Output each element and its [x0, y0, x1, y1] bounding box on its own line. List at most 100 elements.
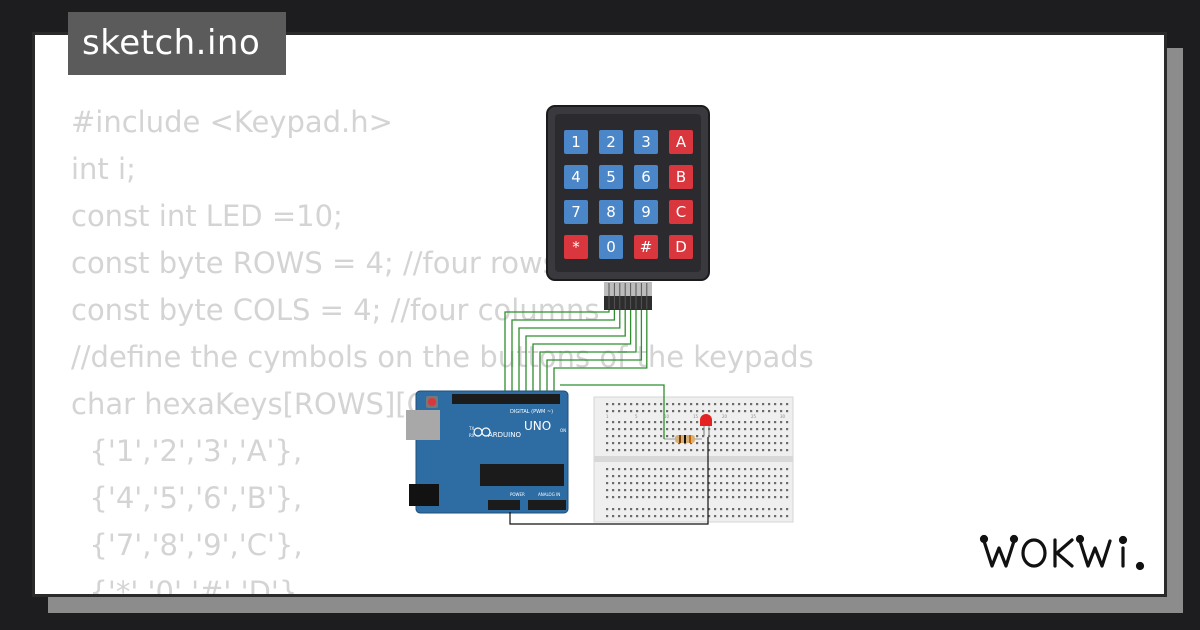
breadboard-hole — [774, 468, 777, 471]
breadboard-hole — [762, 428, 765, 431]
breadboard-hole — [660, 489, 663, 492]
breadboard-hole — [732, 421, 735, 424]
breadboard-hole — [756, 482, 759, 485]
breadboard-hole — [750, 482, 753, 485]
keypad-wire — [539, 310, 637, 396]
breadboard-hole — [762, 468, 765, 471]
breadboard-hole — [666, 496, 669, 499]
breadboard-hole — [660, 410, 663, 413]
keypad-key[interactable] — [564, 165, 588, 189]
board-model: UNO — [524, 419, 551, 433]
keypad-key[interactable] — [634, 200, 658, 224]
breadboard-hole — [606, 449, 609, 452]
breadboard-hole — [720, 428, 723, 431]
breadboard-column-number: 25 — [751, 414, 757, 419]
breadboard-hole — [660, 482, 663, 485]
breadboard-hole — [732, 482, 735, 485]
breadboard-hole — [606, 468, 609, 471]
keypad-key[interactable] — [634, 165, 658, 189]
keypad-wire — [511, 310, 616, 396]
breadboard-hole — [732, 468, 735, 471]
breadboard-hole — [660, 449, 663, 452]
breadboard-hole — [744, 421, 747, 424]
keypad-key[interactable] — [669, 235, 693, 259]
keypad-key-label: 9 — [641, 203, 651, 221]
keypad-key[interactable] — [599, 200, 623, 224]
breadboard-hole — [744, 428, 747, 431]
keypad-key[interactable] — [669, 165, 693, 189]
breadboard-hole — [738, 508, 741, 511]
breadboard-hole — [606, 435, 609, 438]
breadboard-hole — [618, 449, 621, 452]
breadboard-hole — [750, 515, 753, 518]
keypad-key[interactable] — [599, 165, 623, 189]
breadboard-hole — [636, 410, 639, 413]
breadboard-hole — [762, 403, 765, 406]
breadboard-hole — [786, 515, 789, 518]
breadboard-hole — [786, 482, 789, 485]
keypad-key-label: 8 — [606, 203, 616, 221]
keypad-key[interactable] — [564, 235, 588, 259]
breadboard-hole — [642, 449, 645, 452]
keypad-key[interactable] — [669, 200, 693, 224]
breadboard-hole — [774, 508, 777, 511]
breadboard-hole — [708, 403, 711, 406]
keypad-key-label: 7 — [571, 203, 581, 221]
breadboard-hole — [672, 496, 675, 499]
breadboard-hole — [612, 475, 615, 478]
breadboard-hole — [606, 489, 609, 492]
breadboard-hole — [672, 442, 675, 445]
breadboard-hole — [618, 482, 621, 485]
analog-header — [528, 500, 566, 510]
breadboard-hole — [714, 421, 717, 424]
breadboard-hole — [636, 449, 639, 452]
breadboard-hole — [762, 421, 765, 424]
breadboard-hole — [684, 468, 687, 471]
keypad-key[interactable] — [669, 130, 693, 154]
breadboard-hole — [624, 482, 627, 485]
keypad-key[interactable] — [564, 130, 588, 154]
breadboard-hole — [678, 428, 681, 431]
keypad-key-label: B — [676, 168, 686, 186]
keypad-wire — [525, 310, 626, 396]
breadboard-hole — [630, 442, 633, 445]
code-line: {'*','0','#','D'} — [71, 575, 298, 597]
board-brand: ARDUINO — [488, 431, 521, 439]
resistor[interactable] — [664, 435, 702, 443]
reset-button[interactable] — [428, 398, 436, 406]
breadboard-hole — [768, 489, 771, 492]
breadboard-hole — [708, 489, 711, 492]
breadboard-hole — [678, 442, 681, 445]
breadboard-hole — [612, 449, 615, 452]
keypad-key[interactable] — [634, 130, 658, 154]
breadboard-hole — [678, 468, 681, 471]
breadboard-hole — [606, 508, 609, 511]
breadboard-hole — [630, 468, 633, 471]
breadboard-hole — [714, 410, 717, 413]
led[interactable] — [700, 414, 712, 436]
breadboard-hole — [642, 482, 645, 485]
breadboard-hole — [648, 508, 651, 511]
breadboard-hole — [690, 475, 693, 478]
code-line: const int LED =10; — [71, 199, 343, 233]
breadboard-hole — [618, 442, 621, 445]
breadboard-hole — [738, 435, 741, 438]
breadboard-hole — [606, 482, 609, 485]
breadboard-hole — [666, 403, 669, 406]
keypad-key[interactable] — [599, 130, 623, 154]
breadboard-hole — [648, 496, 651, 499]
breadboard-hole — [756, 468, 759, 471]
breadboard-hole — [768, 468, 771, 471]
breadboard-hole — [630, 515, 633, 518]
keypad-key[interactable] — [599, 235, 623, 259]
arduino-uno[interactable]: DIGITAL (PWM ~) UNO ARDUINO TX RX ON POW… — [406, 390, 569, 514]
digital-label: DIGITAL (PWM ~) — [510, 409, 553, 415]
keypad-key[interactable] — [564, 200, 588, 224]
breadboard-hole — [636, 403, 639, 406]
breadboard-hole — [780, 475, 783, 478]
code-line: const byte COLS = 4; //four columns — [71, 293, 600, 327]
keypad-key-label: C — [676, 203, 686, 221]
keypad-key[interactable] — [634, 235, 658, 259]
